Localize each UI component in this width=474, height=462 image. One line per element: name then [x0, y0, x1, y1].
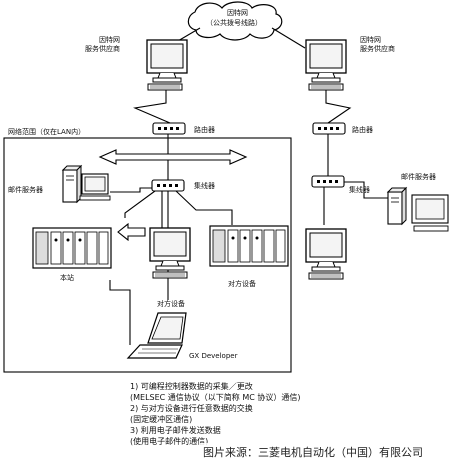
network-scope-frame — [3, 137, 292, 373]
note-line: (MELSEC 通信协议（以下简称 MC 协议）通信) — [130, 393, 301, 402]
internet-title: 因特网 — [227, 9, 248, 17]
hub-right-label: 集线器 — [349, 186, 370, 194]
internet-cloud — [187, 1, 283, 41]
partner-computer-center — [149, 227, 191, 279]
partner-device-plc-label: 对方设备 — [228, 280, 256, 288]
note-line: 3) 利用电子邮件发送数据 — [130, 426, 221, 435]
hub-left-label: 集线器 — [194, 182, 215, 190]
isp-router-links — [133, 90, 352, 124]
note-line: (使用电子邮件的通信) — [130, 437, 209, 446]
partner-computer-right — [305, 228, 347, 280]
isp-computer-right — [305, 39, 347, 91]
isp-left-label: 因特网 服务供应商 — [85, 36, 120, 53]
partner-device-pc-label: 对方设备 — [157, 300, 185, 308]
network-scope-label: 网络范围（仅在LAN内） — [8, 128, 86, 136]
mail-server-left-label: 邮件服务器 — [8, 186, 43, 194]
laptop-cable — [109, 280, 131, 345]
partner-plc-right — [209, 225, 289, 267]
hub-left-links — [110, 187, 233, 300]
router-left-device — [152, 122, 186, 135]
internet-subtitle: （公共拨号线路） — [206, 19, 262, 27]
isp-right-label: 因特网 服务供应商 — [360, 36, 395, 53]
note-line: 1) 可编程控制器数据的采集／更改 — [130, 382, 253, 391]
local-station-plc — [32, 227, 112, 269]
hollow-left-arrow — [117, 222, 146, 242]
gx-developer-label: GX Developer — [189, 352, 238, 360]
local-station-label: 本站 — [60, 274, 74, 282]
router-right-label: 路由器 — [352, 126, 373, 134]
isp-computer-left — [146, 39, 188, 91]
mail-server-right-device — [387, 187, 449, 232]
source-watermark: 图片来源：三菱电机自动化（中国）有限公司 — [200, 443, 426, 461]
router-left-label: 路由器 — [194, 126, 215, 134]
router-right-device — [312, 122, 346, 135]
data-exchange-arrow — [98, 149, 248, 165]
hub-left-device — [151, 179, 185, 192]
function-notes: 1) 可编程控制器数据的采集／更改 (MELSEC 通信协议（以下简称 MC 协… — [130, 381, 301, 447]
hub-right-links — [323, 181, 388, 225]
gx-developer-laptop — [126, 312, 187, 359]
note-line: (固定缓冲区通信) — [130, 415, 193, 424]
mail-server-right-label: 邮件服务器 — [401, 173, 436, 181]
hub-right-device — [311, 175, 345, 188]
mail-server-left-device — [62, 165, 111, 203]
note-line: 2) 与对方设备进行任意数据的交换 — [130, 404, 253, 413]
